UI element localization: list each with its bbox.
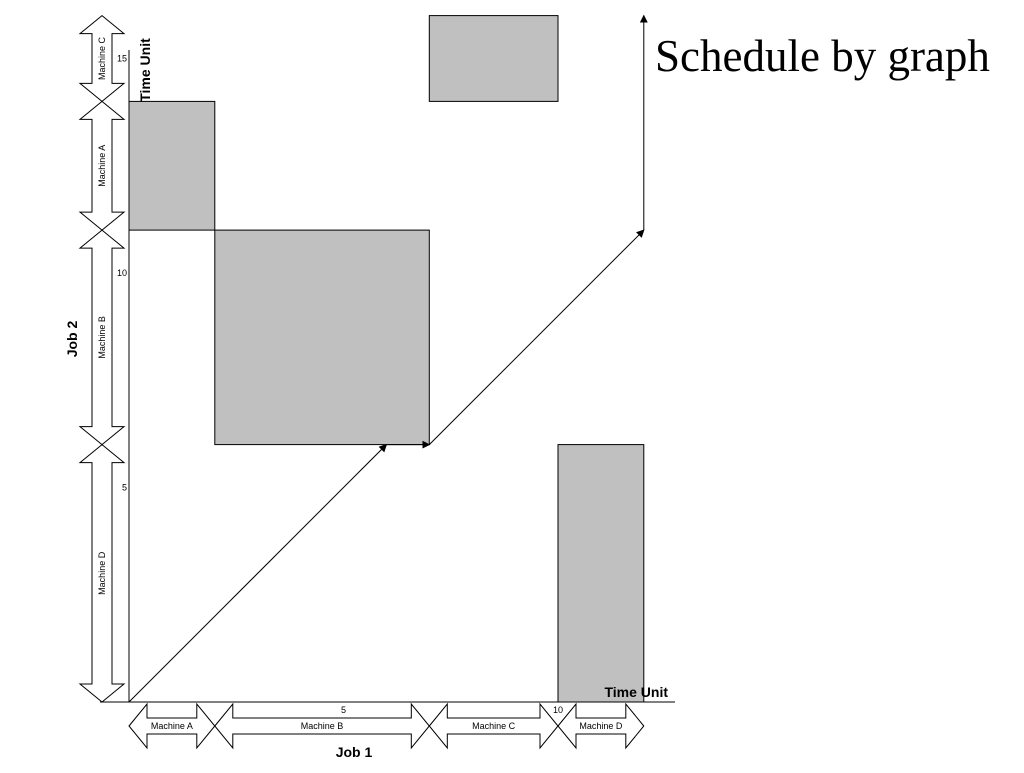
conflict-block-machine-c [428, 15, 559, 102]
job2-op-arrow-machine-c [78, 14, 126, 103]
job2-op-label: Machine B [97, 316, 107, 359]
job1-operation-arrows: Machine A Machine B Machine C Machine D [128, 702, 645, 750]
job2-op-label: Machine D [97, 551, 107, 595]
schedule-path-segment [128, 443, 388, 703]
job2-operation-arrows: Machine D Machine B Machine A Machine C [78, 14, 126, 703]
y-tick-label: 5 [122, 483, 127, 493]
schedule-path-segment [428, 229, 645, 445]
y-tick-label: 15 [117, 54, 127, 64]
x-tick-label: 10 [553, 705, 563, 715]
job2-label: Job 2 [64, 321, 80, 358]
axis-labels: Time Unit Job 1 Time Unit Job 2 [64, 38, 668, 760]
conflict-block-machine-a [128, 100, 216, 231]
job1-op-arrow-machine-d [557, 702, 645, 750]
conflict-blocks [128, 15, 645, 703]
conflict-block-machine-b [214, 229, 430, 446]
axes: 5 10 5 10 15 [100, 50, 675, 715]
conflict-block-machine-d [557, 444, 645, 703]
job1-op-label: Machine C [472, 721, 516, 731]
job2-op-label: Machine A [97, 145, 107, 187]
job1-label: Job 1 [336, 744, 373, 760]
job1-op-label: Machine B [301, 721, 344, 731]
y-tick-label: 10 [117, 268, 127, 278]
job2-op-label: Machine C [97, 36, 107, 80]
x-axis-label: Time Unit [604, 684, 668, 700]
schedule-path [128, 14, 648, 703]
job1-op-label: Machine D [579, 721, 623, 731]
y-axis-label: Time Unit [137, 38, 153, 102]
page-title: Schedule by graph [655, 31, 990, 81]
x-tick-label: 5 [341, 705, 346, 715]
job1-op-label: Machine A [151, 721, 193, 731]
